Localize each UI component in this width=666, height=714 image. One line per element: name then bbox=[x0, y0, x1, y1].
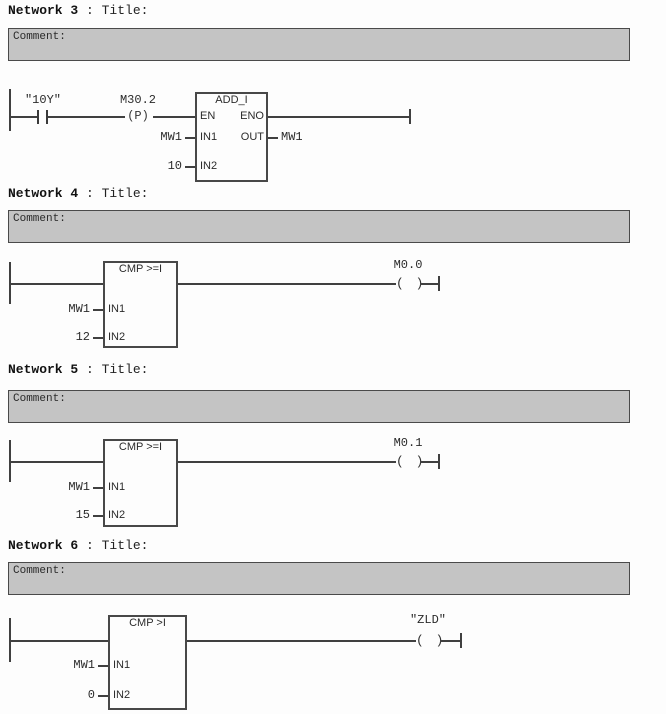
network-3-title[interactable]: Network 3 : Title: bbox=[8, 3, 148, 18]
coil-operand-label: M0.0 bbox=[393, 258, 423, 272]
comment-label: Comment: bbox=[13, 393, 66, 405]
wire-segment bbox=[48, 116, 125, 118]
network-title-text: : Title: bbox=[78, 186, 149, 201]
rail-end-tick bbox=[409, 109, 411, 124]
positive-edge-icon[interactable]: (P) bbox=[127, 109, 149, 123]
pin-in2: IN2 bbox=[108, 331, 126, 343]
cmp-block[interactable] bbox=[103, 439, 178, 527]
pin-out: OUT bbox=[240, 131, 264, 143]
pin-in2: IN2 bbox=[200, 160, 218, 172]
in1-operand-label: MW1 bbox=[68, 302, 90, 316]
output-coil-icon[interactable]: ( ) bbox=[396, 454, 426, 469]
contact-operand-label: "10Y" bbox=[24, 93, 61, 107]
wire-segment bbox=[187, 640, 416, 642]
in1-operand-label: MW1 bbox=[68, 480, 90, 494]
comment-label: Comment: bbox=[13, 565, 66, 577]
add-i-block[interactable] bbox=[195, 92, 268, 182]
pin-eno: ENO bbox=[240, 110, 264, 122]
network-title-text: : Title: bbox=[78, 3, 149, 18]
wire-segment bbox=[178, 461, 396, 463]
rail-end-tick bbox=[438, 454, 440, 469]
network-5-comment-box[interactable]: Comment: bbox=[8, 390, 630, 423]
network-3-comment-box[interactable]: Comment: bbox=[8, 28, 630, 61]
in2-operand-label: 0 bbox=[87, 688, 95, 702]
block-title: CMP >=I bbox=[118, 263, 163, 275]
wire-segment bbox=[420, 461, 439, 463]
network-4-comment-box[interactable]: Comment: bbox=[8, 210, 630, 243]
network-6-comment-box[interactable]: Comment: bbox=[8, 562, 630, 595]
pin-in2: IN2 bbox=[113, 689, 131, 701]
network-title-text: : Title: bbox=[78, 362, 149, 377]
no-contact-icon[interactable] bbox=[46, 110, 48, 124]
wire-segment bbox=[93, 337, 103, 339]
rail-end-tick bbox=[438, 276, 440, 291]
pin-in1: IN1 bbox=[113, 659, 131, 671]
block-title: ADD_I bbox=[215, 94, 248, 106]
comment-label: Comment: bbox=[13, 31, 66, 43]
output-coil-icon[interactable]: ( ) bbox=[396, 276, 426, 291]
pin-in1: IN1 bbox=[108, 303, 126, 315]
wire-segment bbox=[10, 116, 37, 118]
pin-in1: IN1 bbox=[200, 131, 218, 143]
in2-operand-label: 12 bbox=[75, 330, 90, 344]
cmp-block[interactable] bbox=[108, 615, 187, 710]
no-contact-icon[interactable] bbox=[37, 110, 39, 124]
wire-segment bbox=[185, 137, 195, 139]
network-number: Network 4 bbox=[8, 186, 79, 201]
wire-segment bbox=[185, 166, 195, 168]
wire-segment bbox=[10, 283, 103, 285]
in1-operand-label: MW1 bbox=[73, 658, 95, 672]
out-operand-label: MW1 bbox=[281, 130, 303, 144]
cmp-block[interactable] bbox=[103, 261, 178, 348]
network-number: Network 5 bbox=[8, 362, 79, 377]
pin-in2: IN2 bbox=[108, 509, 126, 521]
network-6-title[interactable]: Network 6 : Title: bbox=[8, 538, 148, 553]
wire-segment bbox=[10, 640, 108, 642]
power-rail bbox=[9, 89, 11, 131]
in1-operand-label: MW1 bbox=[160, 130, 182, 144]
wire-segment bbox=[10, 461, 103, 463]
wire-segment bbox=[98, 665, 108, 667]
network-number: Network 6 bbox=[8, 538, 79, 553]
wire-segment bbox=[98, 695, 108, 697]
block-title: CMP >I bbox=[129, 617, 166, 629]
comment-label: Comment: bbox=[13, 213, 66, 225]
in2-operand-label: 15 bbox=[75, 508, 90, 522]
pin-en: EN bbox=[200, 110, 216, 122]
in2-operand-label: 10 bbox=[167, 159, 182, 173]
output-coil-icon[interactable]: ( ) bbox=[416, 633, 446, 648]
network-title-text: : Title: bbox=[78, 538, 149, 553]
wire-segment bbox=[153, 116, 195, 118]
pin-in1: IN1 bbox=[108, 481, 126, 493]
rail-end-tick bbox=[460, 633, 462, 648]
wire-segment bbox=[93, 309, 103, 311]
network-5-title[interactable]: Network 5 : Title: bbox=[8, 362, 148, 377]
wire-segment bbox=[268, 116, 410, 118]
wire-segment bbox=[93, 487, 103, 489]
block-title: CMP >=I bbox=[118, 441, 163, 453]
coil-operand-label: "ZLD" bbox=[409, 613, 446, 627]
network-4-title[interactable]: Network 4 : Title: bbox=[8, 186, 148, 201]
wire-segment bbox=[420, 283, 439, 285]
network-number: Network 3 bbox=[8, 3, 79, 18]
wire-segment bbox=[440, 640, 461, 642]
wire-segment bbox=[93, 515, 103, 517]
wire-segment bbox=[268, 137, 278, 139]
coil-operand-label: M0.1 bbox=[393, 436, 423, 450]
wire-segment bbox=[178, 283, 396, 285]
edge-operand-label: M30.2 bbox=[119, 93, 156, 107]
